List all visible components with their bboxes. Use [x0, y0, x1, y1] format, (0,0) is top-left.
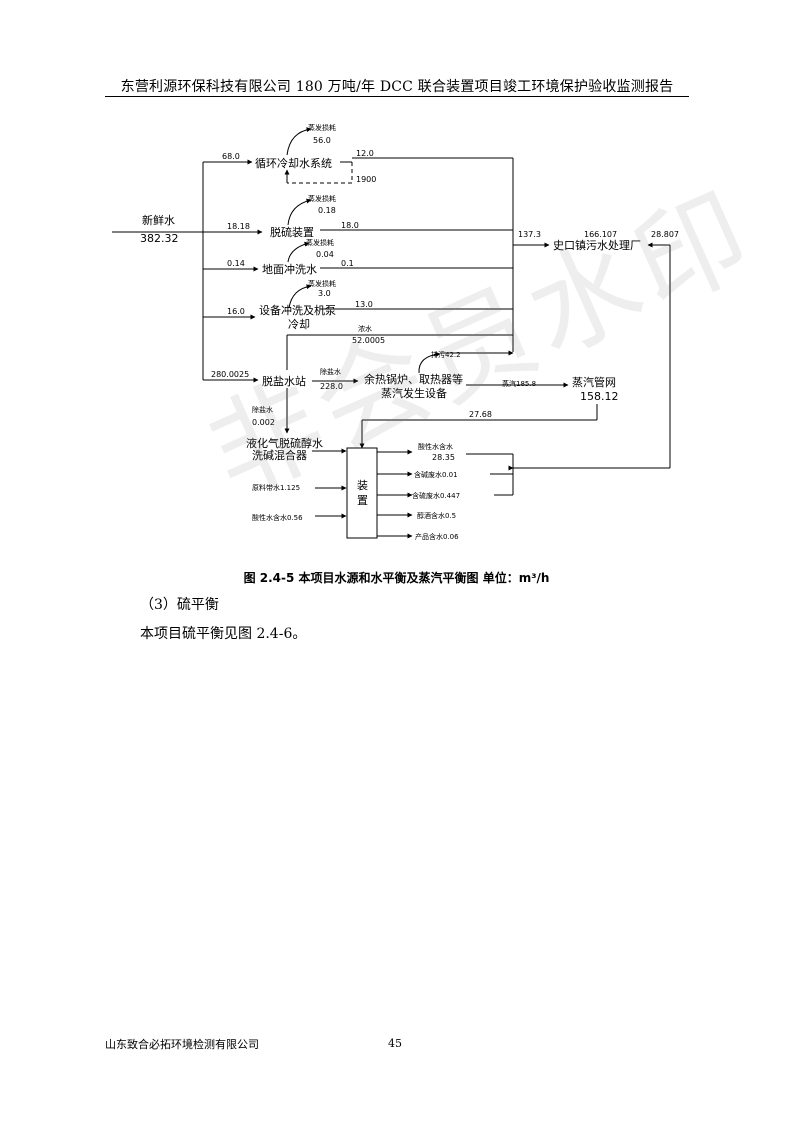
node-cooling: 循环冷却水系统 [255, 157, 332, 170]
node-fresh-water-value: 382.32 [140, 232, 179, 245]
node-unit-2: 置 [357, 494, 368, 507]
label-blowdown: 排污42.2 [431, 350, 461, 359]
node-unit-1: 装 [357, 479, 368, 492]
label-to-floor: 0.14 [227, 259, 245, 268]
label-return-steam: 27.68 [469, 410, 492, 419]
label-out-acid-value: 28.35 [432, 453, 455, 462]
page-number: 45 [388, 1037, 402, 1050]
node-equip-wash: 设备冲洗及机泵 [259, 303, 336, 317]
footer-company: 山东致合必拓环境检测有限公司 [105, 1038, 259, 1051]
node-floor-wash: 地面冲洗水 [262, 262, 317, 276]
figure-caption: 图 2.4-5 本项目水源和水平衡及蒸汽平衡图 单位：m³/h [243, 571, 550, 585]
label-evap-equip-value: 3.0 [318, 289, 331, 298]
label-steam-flow: 蒸汽185.8 [502, 379, 536, 388]
node-desalt: 脱盐水站 [262, 374, 306, 388]
label-to-equip: 16.0 [227, 307, 245, 316]
label-evap-cool: 蒸发损耗 [308, 123, 336, 132]
node-lpg: 液化气脱硫醇水 [246, 436, 323, 450]
label-out-product: 产品含水0.06 [415, 532, 459, 541]
label-acid-water: 酸性水含水0.56 [252, 513, 303, 522]
node-boiler-2: 蒸汽发生设备 [381, 386, 447, 400]
label-cool-loop: 1900 [356, 175, 376, 184]
node-equip-cool: 冷却 [288, 318, 310, 331]
page-header: 东营利源环保科技有限公司 180 万吨/年 DCC 联合装置项目竣工环境保护验收… [120, 79, 674, 95]
label-to-cooling: 68.0 [222, 152, 240, 161]
node-steam-net-value: 158.12 [580, 390, 619, 403]
label-out-acid: 酸性水含水 [418, 442, 453, 451]
node-lpg-mixer: 洗碱混合器 [252, 448, 307, 462]
label-desalt-value: 228.0 [320, 382, 343, 391]
label-total-to-wwtp: 137.3 [518, 230, 541, 239]
section-heading: （3）硫平衡 [140, 597, 219, 613]
label-from-unit: 28.807 [651, 230, 679, 239]
label-evap-floor-value: 0.04 [316, 250, 334, 259]
node-boiler: 余热锅炉、取热器等 [364, 372, 463, 386]
label-to-desulfur: 18.18 [227, 222, 250, 231]
node-wwtp: 史口镇污水处理厂 [553, 238, 641, 252]
label-conc-value: 52.0005 [352, 336, 385, 345]
label-raw-oil: 原料带水1.125 [252, 483, 300, 492]
label-desalt-to-lpg-value: 0.002 [252, 418, 275, 427]
label-equip-out: 13.0 [355, 300, 373, 309]
label-evap-desulfur-value: 0.18 [318, 206, 336, 215]
label-evap-equip: 蒸发损耗 [308, 279, 336, 288]
node-fresh-water: 新鲜水 [142, 213, 175, 227]
label-out-alkali: 含碱废水0.01 [414, 470, 458, 479]
water-balance-diagram: 新鲜水 382.32 循环冷却水系统 脱硫装置 地面冲洗水 设备冲洗及机泵 冷却… [112, 123, 679, 541]
label-floor-out: 0.1 [341, 259, 354, 268]
label-desalt-water: 除盐水 [320, 367, 341, 376]
label-evap-desulfur: 蒸发损耗 [308, 194, 336, 203]
label-evap-floor: 蒸发损耗 [306, 238, 334, 247]
node-wwtp-value: 166.107 [584, 230, 617, 239]
node-desulfur: 脱硫装置 [270, 225, 314, 239]
label-desalt-to-lpg: 除盐水 [252, 405, 273, 414]
label-evap-cool-value: 56.0 [313, 136, 331, 145]
label-out-alcohol: 醇酒含水0.5 [417, 511, 456, 520]
label-desulfur-out: 18.0 [341, 221, 359, 230]
node-steam-net: 蒸汽管网 [572, 375, 616, 389]
label-cool-out: 12.0 [356, 149, 374, 158]
body-paragraph: 本项目硫平衡见图 2.4-6。 [140, 626, 307, 642]
header-rule [105, 96, 689, 97]
label-to-desalt: 280.0025 [211, 370, 249, 379]
label-conc-water: 浓水 [358, 324, 372, 333]
label-out-sulfur: 含硫废水0.447 [412, 491, 460, 500]
